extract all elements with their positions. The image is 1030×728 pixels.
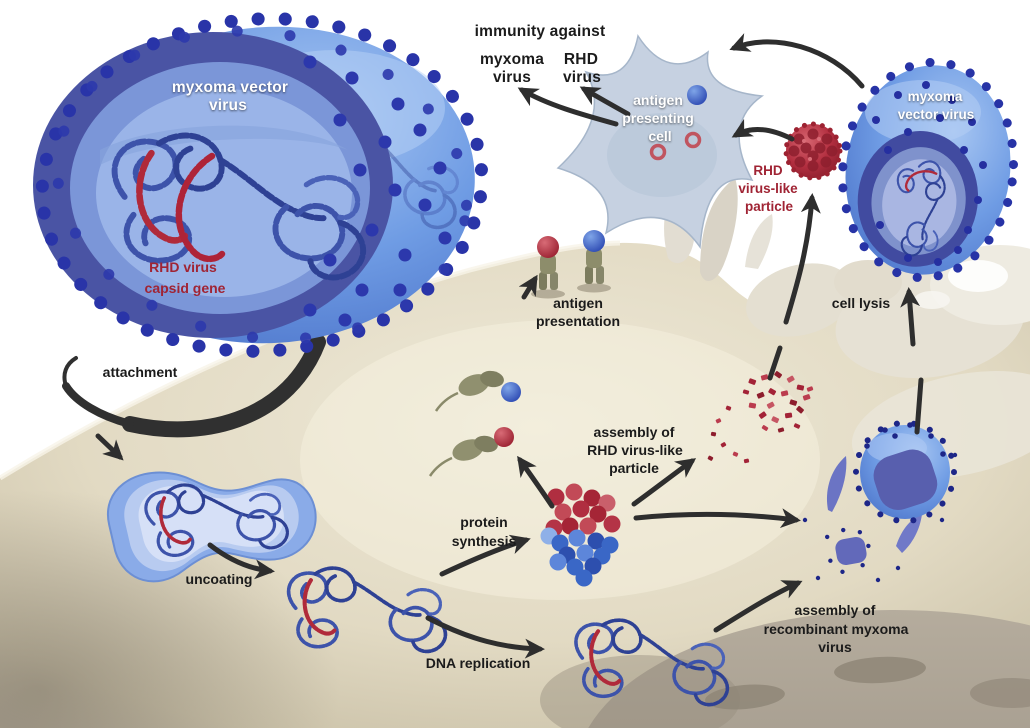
captured-rhd-antigen [684, 131, 702, 149]
rhd-virus-label: virus [563, 69, 601, 86]
myxoma-vector-virus [33, 12, 489, 358]
surface-proteins [872, 81, 987, 266]
apc-label: antigen [633, 92, 683, 108]
assembly-myxoma-label: assembly of [795, 602, 876, 618]
myxoma-vector-virus-label: virus [209, 97, 247, 114]
released-virus-label: vector virus [898, 107, 975, 122]
myxoma-vector-virus-label: myxoma vector [172, 79, 288, 96]
ribosome-with-red-antigen [428, 427, 514, 477]
rhd-virus-label: RHD [564, 51, 598, 68]
rhd-capsid-gene-label: capsid gene [145, 280, 226, 296]
labels: immunity against myxoma virus RHD virus … [103, 23, 975, 671]
assembly-myxoma-label: virus [818, 639, 852, 655]
ribosome-with-blue-antigen [434, 370, 521, 412]
internalized-virus-core [106, 462, 317, 583]
assembly-myxoma-label: recombinant myxoma [764, 621, 909, 637]
antigen-presentation-label: antigen [553, 295, 603, 311]
surface-proteins [303, 55, 452, 327]
antigen-presenting-cell [556, 34, 765, 250]
attachment-arrow [62, 334, 326, 438]
released-virus-label: myxoma [908, 89, 963, 104]
apc-label: cell [648, 128, 671, 144]
captured-rhd-antigen [649, 143, 667, 161]
uncoating-label: uncoating [186, 571, 253, 587]
assembly-vlp-label: RHD virus-like [587, 442, 683, 458]
apc-label: presenting [622, 110, 694, 126]
mhc-presenting-blue-antigen [577, 230, 611, 293]
process-arrows [95, 33, 924, 659]
rhd-vlp-label: virus-like [738, 181, 798, 196]
antigen-presentation-label: presentation [536, 313, 620, 329]
dna-replication-label: DNA replication [426, 655, 531, 671]
protein-synthesis-label: protein [460, 514, 507, 530]
protein-synthesis-label: synthesis [452, 533, 517, 549]
rhd-vlp-label: particle [745, 199, 794, 214]
cell-lysis-label: cell lysis [832, 295, 891, 311]
immunity-against-label: immunity against [475, 23, 606, 40]
membrane-protrusions [664, 158, 1030, 479]
rhd-vlp-label: RHD [753, 163, 782, 178]
assembly-vlp-label: assembly of [594, 424, 675, 440]
myxoma-virus-label: virus [493, 69, 531, 86]
released-myxoma-vector-virus [837, 57, 1019, 283]
mhc-presenting-red-antigen [531, 236, 565, 299]
assembly-vlp-label: particle [609, 460, 659, 476]
rhd-capsid-gene-label: RHD virus [149, 259, 217, 275]
assembling-myxoma-virus [802, 420, 958, 583]
vlp-assembly-fragments [707, 371, 814, 464]
captured-myxoma-antigen [687, 85, 707, 105]
attachment-label: attachment [103, 364, 178, 380]
rhd-virus-like-particle [783, 121, 843, 181]
myxoma-virus-label: myxoma [480, 51, 544, 68]
